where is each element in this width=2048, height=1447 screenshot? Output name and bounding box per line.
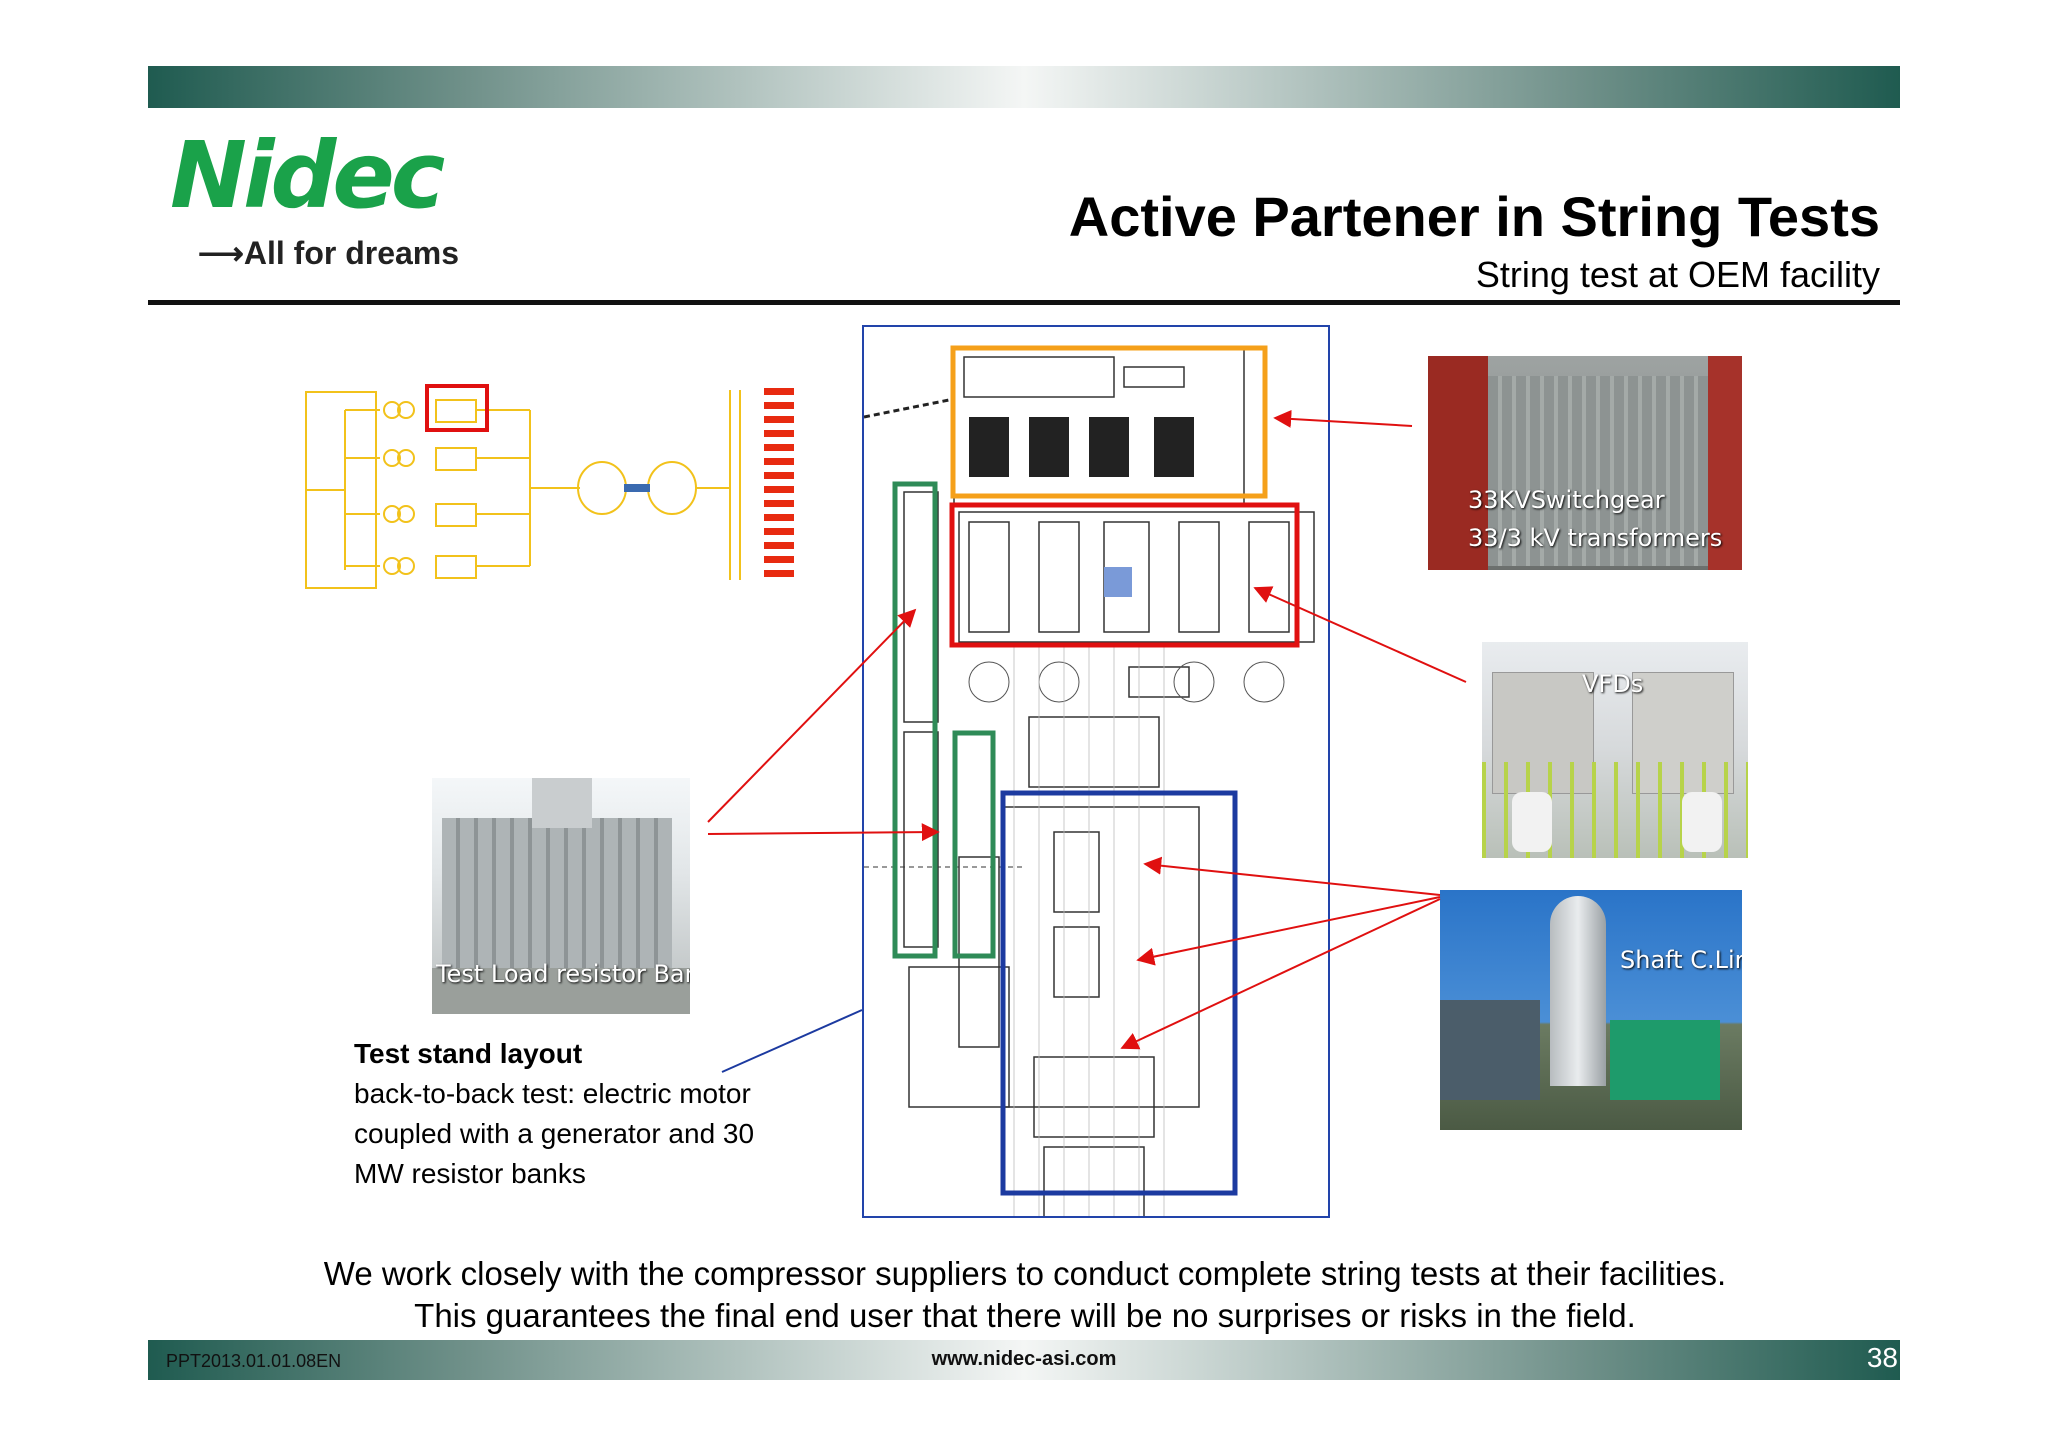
single-line-schematic	[305, 384, 794, 589]
vfds-photo: VFDs	[1482, 642, 1748, 858]
transformers-label: 33/3 kV transformers	[1468, 524, 1723, 552]
test-stand-caption: Test stand layout back-to-back test: ele…	[354, 1034, 794, 1194]
resistor-banks-photo: Test Load resistor Banks	[432, 778, 690, 1014]
logo-tagline: ⟶All for dreams	[198, 234, 459, 272]
caption-heading: Test stand layout	[354, 1038, 583, 1069]
arrow-shaft-1	[1143, 856, 1441, 896]
switchgear-area-highlight	[950, 345, 1268, 499]
switchgear-photo: 33KVSwitchgear 33/3 kV transformers	[1428, 356, 1742, 570]
closing-statement: We work closely with the compressor supp…	[200, 1253, 1850, 1337]
arrow-shaft-3	[1120, 898, 1441, 1050]
resistor-area-highlight-right	[952, 730, 996, 959]
closing-statement-line-1: We work closely with the compressor supp…	[323, 1255, 1727, 1292]
arrow-resistor-1	[707, 608, 917, 823]
title-divider	[148, 300, 1900, 305]
arrow-vfds	[1253, 586, 1467, 683]
arrow-resistor-2	[707, 823, 940, 842]
arrow-shaft-2	[1136, 896, 1441, 966]
footer-banner	[148, 1340, 1900, 1380]
schematic-highlight	[425, 384, 489, 432]
document-code: PPT2013.01.01.08EN	[166, 1351, 342, 1371]
plant-layout-drawing	[862, 325, 1330, 1218]
switchgear-label: 33KVSwitchgear	[1468, 486, 1665, 514]
resistor-banks-label: Test Load resistor Banks	[436, 960, 690, 988]
shaft-line-label: Shaft C.Line	[1620, 946, 1742, 974]
shaft-photo: Shaft C.Line	[1440, 890, 1742, 1130]
schematic-branch-2	[345, 447, 530, 471]
top-banner	[148, 66, 1900, 108]
page-number: 38	[1866, 1342, 1898, 1373]
shaft-line-highlight	[1000, 790, 1238, 1196]
vfd-area-highlight	[949, 502, 1300, 648]
nidec-logo: Nidec	[170, 122, 445, 229]
closing-statement-line-2: This guarantees the final end user that …	[414, 1297, 1636, 1334]
layout-plan	[864, 348, 1315, 1216]
schematic-branch-4	[345, 555, 530, 579]
caption-leader-line	[721, 1009, 863, 1073]
website-link[interactable]: www.nidec-asi.com	[931, 1348, 1117, 1370]
slide-subtitle: String test at OEM facility	[1475, 254, 1880, 295]
tagline-arrow-icon: ⟶	[198, 235, 244, 271]
resistor-area-highlight-left	[892, 481, 938, 959]
caption-body: back-to-back test: electric motor couple…	[354, 1078, 755, 1189]
tagline-text: All for dreams	[243, 235, 460, 271]
schematic-branch-3	[345, 503, 530, 527]
arrow-switchgear	[1273, 409, 1413, 428]
slide-title: Active Partener in String Tests	[1068, 185, 1880, 248]
vfds-label: VFDs	[1582, 670, 1644, 698]
